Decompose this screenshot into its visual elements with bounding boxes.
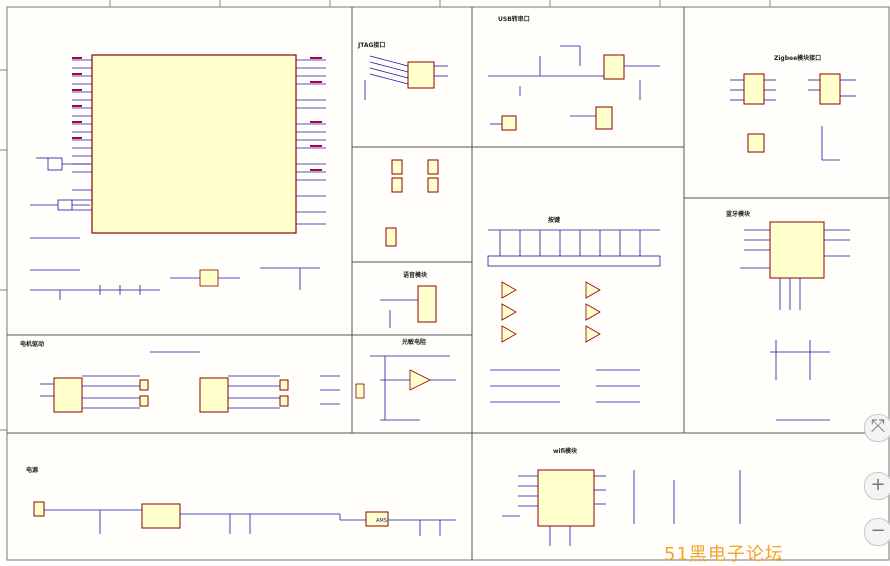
zoom-out-button[interactable]: − (864, 518, 890, 546)
bluetooth-circuit (740, 221, 850, 421)
section-title-light: 光敏电阻 (401, 338, 426, 346)
power-circuit (33, 501, 456, 536)
jtag-circuit (364, 55, 448, 100)
section-grid (7, 7, 889, 560)
connector-chips (385, 159, 439, 247)
forum-watermark: 51黑电子论坛 (664, 544, 784, 565)
keys-circuit (487, 229, 661, 403)
wifi-circuit (502, 469, 741, 546)
fit-to-screen-button[interactable]: ⤧ (864, 414, 890, 442)
voice-circuit (380, 285, 437, 328)
section-title-zigbee: Zigbee模块接口 (774, 54, 821, 62)
zoom-in-button[interactable]: + (864, 472, 890, 500)
section-title-power: 电源 (26, 466, 38, 474)
led-resistor-row (30, 267, 320, 300)
mcu-block (72, 54, 326, 234)
section-title-jtag: JTAG接口 (357, 41, 385, 49)
section-title-keys: 按键 (548, 216, 561, 224)
section-title-bluetooth: 蓝牙模块 (726, 210, 751, 218)
section-title-wifi: wifi模块 (553, 447, 578, 455)
light-sensor-circuit (355, 355, 456, 421)
zigbee-circuit (730, 73, 856, 161)
section-title-usb: USB转串口 (498, 15, 530, 23)
section-title-voice: 语音模块 (403, 271, 428, 279)
usb-uart-circuit (488, 45, 660, 131)
motor-driver-circuit (40, 351, 340, 413)
sheet-frame (6, 6, 890, 561)
crystal-circuit (30, 157, 90, 239)
section-title-motor: 电机驱动 (20, 340, 44, 348)
regulator-chip-label: AMS (376, 518, 387, 524)
